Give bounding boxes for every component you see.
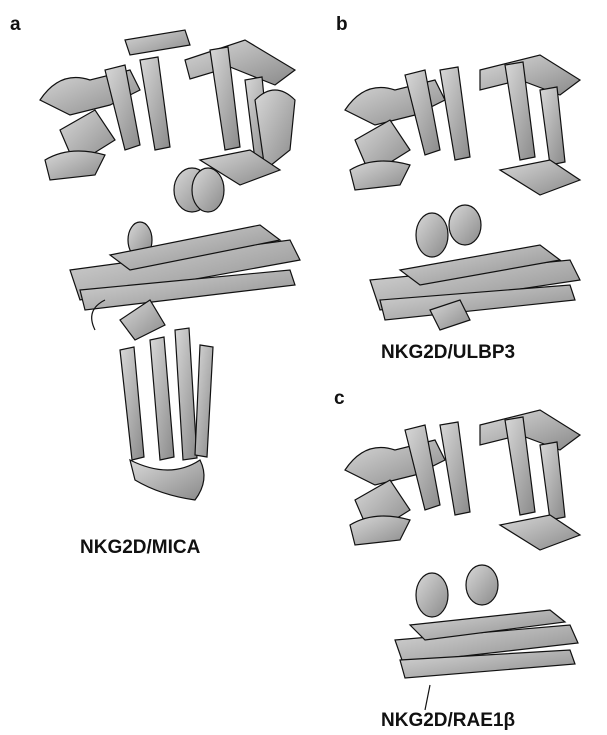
panel-b-ulbp3: [370, 205, 580, 330]
panel-a-mica-platform: [70, 168, 300, 340]
panel-c-nkg2d-dimer: [345, 410, 580, 550]
panel-c-caption: NKG2D/RAE1β: [381, 710, 515, 732]
panel-b-nkg2d-dimer: [345, 55, 580, 195]
panel-c-rae1b: [395, 565, 578, 710]
panel-a-nkg2d-dimer: [40, 30, 295, 185]
panel-b-caption: NKG2D/ULBP3: [381, 342, 515, 364]
panel-a-caption: NKG2D/MICA: [80, 537, 200, 559]
panel-a-mica-alpha3: [120, 328, 213, 500]
